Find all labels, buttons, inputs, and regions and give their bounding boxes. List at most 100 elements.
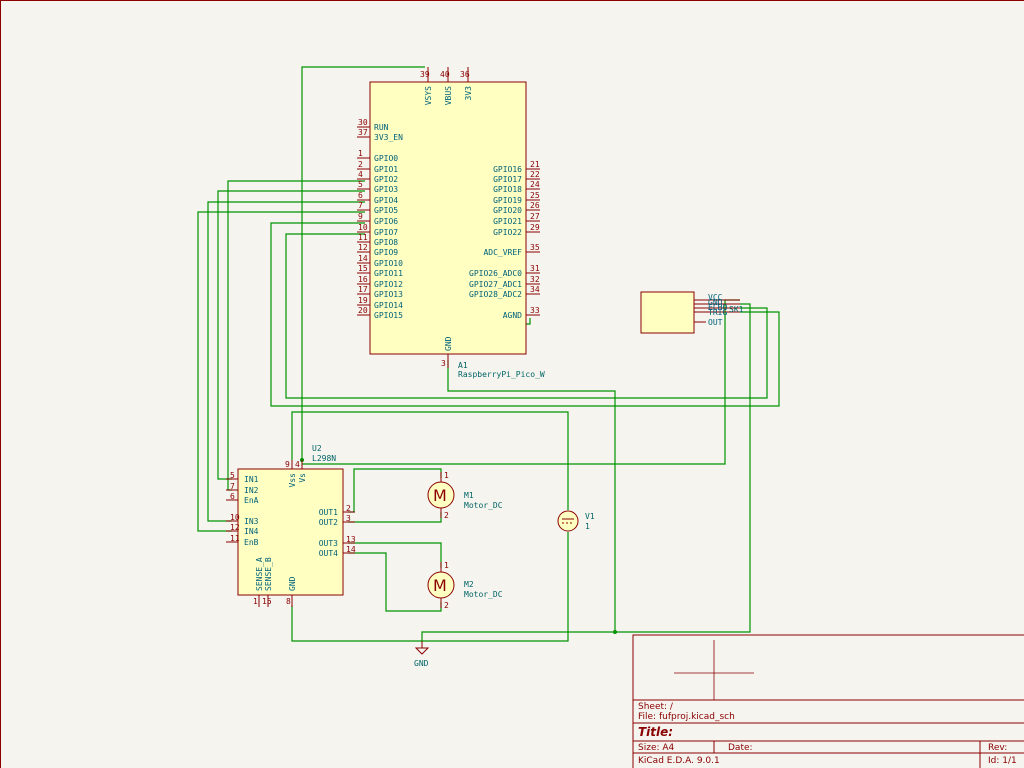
rev-label: Rev: bbox=[988, 743, 1007, 753]
driver-pin-in1[interactable]: 5 IN1 bbox=[226, 471, 259, 484]
pin-name: GPIO14 bbox=[374, 301, 403, 310]
sensor-pin-gnd: GND bbox=[708, 298, 723, 307]
title-block-frame bbox=[632, 634, 1024, 768]
pin-number: 40 bbox=[440, 70, 450, 79]
pin-number: 1 bbox=[253, 597, 258, 606]
driver-value: L298N bbox=[312, 454, 336, 463]
wire-gpio6-sensor bbox=[270, 222, 780, 407]
driver-pin-in2[interactable]: 7 IN2 bbox=[226, 482, 259, 495]
pin-number: 4 bbox=[358, 170, 363, 179]
motor-m1-pin1-number: 1 bbox=[444, 471, 449, 480]
motor-m1[interactable]: M 1 2 M1 Motor_DC bbox=[427, 471, 503, 520]
pin-number: 2 bbox=[358, 160, 363, 169]
pin-number: 14 bbox=[358, 254, 368, 263]
pin-name: GPIO3 bbox=[374, 185, 398, 194]
pin-name: AGND bbox=[503, 311, 522, 320]
pin-name: IN1 bbox=[244, 475, 259, 484]
pin-name: IN2 bbox=[244, 486, 259, 495]
pin-number: 11 bbox=[230, 534, 240, 543]
pin-number: 16 bbox=[358, 275, 368, 284]
pin-number: 3 bbox=[346, 514, 351, 523]
pico-gnd-pin-number: 3 bbox=[441, 359, 446, 368]
motor-m2[interactable]: M 1 2 M2 Motor_DC bbox=[427, 561, 503, 610]
pin-name: IN4 bbox=[244, 527, 259, 536]
id-label: Id: 1/1 bbox=[988, 756, 1017, 766]
driver-pin-in4[interactable]: 12 IN4 bbox=[226, 523, 259, 536]
pin-number: 15 bbox=[262, 597, 272, 606]
motor-m1-pin2-number: 2 bbox=[444, 511, 449, 520]
pin-number: 24 bbox=[530, 180, 540, 189]
pin-name: Vs bbox=[298, 473, 307, 483]
pin-number: 12 bbox=[230, 523, 240, 532]
voltage-source-v1[interactable]: V1 1 bbox=[557, 510, 595, 532]
pin-name: GPIO12 bbox=[374, 280, 403, 289]
sensor-pin-vcc: VCC bbox=[708, 293, 723, 302]
driver-pin-vs[interactable]: 4Vs bbox=[295, 460, 307, 483]
pin-number: 17 bbox=[358, 285, 368, 294]
pico-right-pins: 21GPIO1622GPIO1724GPIO1825GPIO1926GPIO20… bbox=[469, 160, 540, 320]
pin-number: 7 bbox=[230, 482, 235, 491]
driver-reference: U2 bbox=[312, 444, 322, 453]
wire-pico-gnd bbox=[447, 360, 616, 632]
date-label: Date: bbox=[728, 743, 753, 753]
gnd-symbol[interactable]: GND bbox=[414, 641, 430, 668]
pin-number: 15 bbox=[358, 264, 368, 273]
pin-number: 5 bbox=[230, 471, 235, 480]
wire-gpio7-sensor bbox=[285, 233, 768, 399]
pin-name: GPIO10 bbox=[374, 259, 403, 268]
junction-dot bbox=[613, 630, 617, 634]
size-label: Size: A4 bbox=[638, 743, 675, 753]
file-label: File: fufproj.kicad_sch bbox=[638, 712, 735, 722]
motor-m1-value: Motor_DC bbox=[464, 501, 503, 510]
sensor-reference: SK1 bbox=[729, 305, 744, 314]
sensor-module[interactable]: VCC GND ECHO TRIG OUT SK1 bbox=[640, 291, 744, 334]
